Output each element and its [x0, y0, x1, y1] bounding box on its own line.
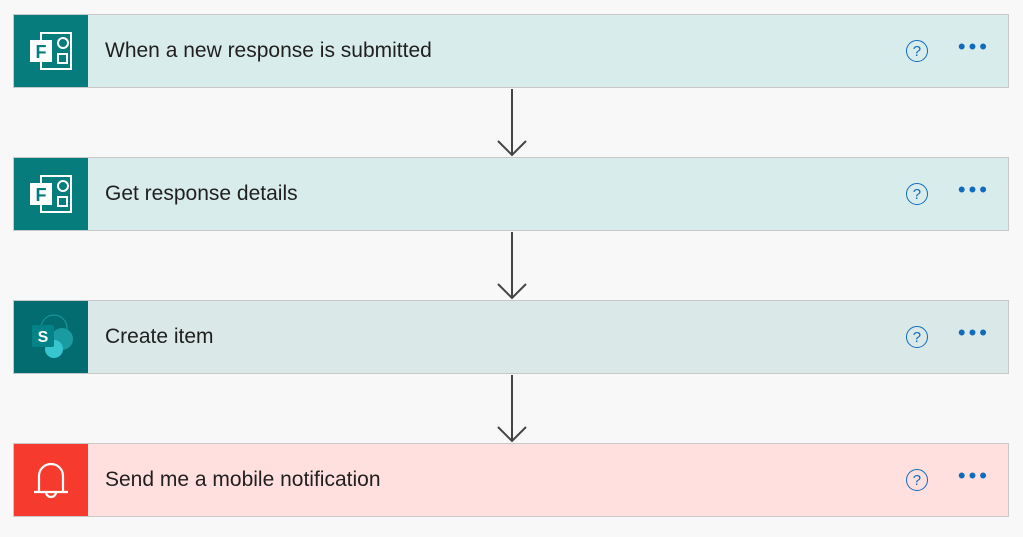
- svg-text:S: S: [38, 329, 49, 346]
- forms-icon: F: [14, 15, 88, 87]
- forms-icon: F: [14, 158, 88, 230]
- step-title: Create item: [105, 325, 214, 348]
- help-icon[interactable]: ?: [905, 183, 928, 205]
- step-card-get-response[interactable]: F Get response details ? •••: [13, 157, 1009, 231]
- step-card-create-item[interactable]: S Create item ? •••: [13, 300, 1009, 374]
- help-icon[interactable]: ?: [905, 40, 928, 62]
- step-card-trigger[interactable]: F When a new response is submitted ? •••: [13, 14, 1009, 88]
- more-options-icon[interactable]: •••: [957, 320, 990, 345]
- more-options-icon[interactable]: •••: [957, 463, 990, 488]
- arrow-down-icon: [497, 232, 527, 300]
- arrow-down-icon: [497, 375, 527, 443]
- more-options-icon[interactable]: •••: [957, 34, 990, 59]
- help-icon[interactable]: ?: [905, 469, 928, 491]
- arrow-down-icon: [497, 89, 527, 157]
- step-title: When a new response is submitted: [105, 39, 432, 62]
- bell-icon: [14, 444, 88, 516]
- sharepoint-icon: S: [14, 301, 88, 373]
- help-icon[interactable]: ?: [905, 326, 928, 348]
- step-card-notification[interactable]: Send me a mobile notification ? •••: [13, 443, 1009, 517]
- step-title: Get response details: [105, 182, 298, 205]
- step-title: Send me a mobile notification: [105, 468, 381, 491]
- svg-text:F: F: [36, 42, 47, 62]
- more-options-icon[interactable]: •••: [957, 177, 990, 202]
- svg-text:F: F: [36, 185, 47, 205]
